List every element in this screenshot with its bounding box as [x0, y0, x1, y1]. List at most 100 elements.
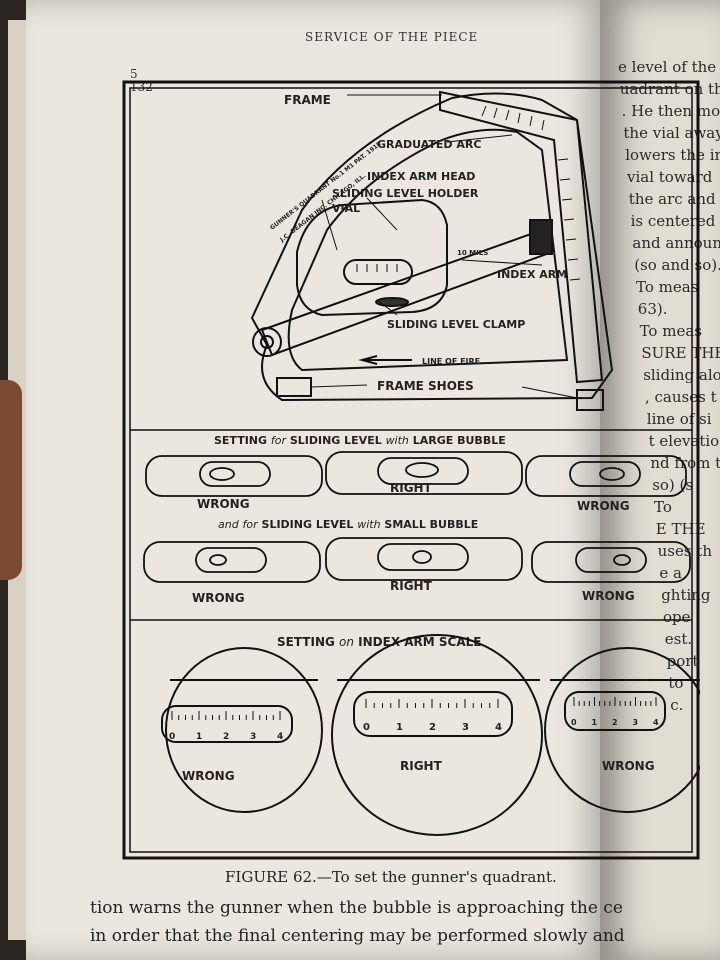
facing-page-line: 63).	[637, 300, 668, 318]
label-index-arm: INDEX ARM	[497, 268, 567, 281]
facing-page-line: line of si	[646, 410, 712, 428]
large-bubble-left	[209, 467, 235, 481]
facing-page-line: port	[666, 652, 699, 670]
sliding-level-clamp-knob	[375, 297, 409, 307]
large-vial-left	[145, 455, 323, 497]
facing-page-line: sliding along	[643, 366, 720, 384]
facing-page-line: est.	[664, 630, 693, 648]
figure-caption: FIGURE 62.—To set the gunner's quadrant.	[225, 868, 557, 886]
frame-shoe-left	[276, 377, 312, 397]
small-heading-w3: SLIDING LEVEL	[262, 518, 354, 531]
pivot	[252, 327, 282, 357]
scale-number: 1	[196, 732, 202, 742]
scale-number: 0	[169, 732, 175, 742]
scale-circle-right	[544, 647, 700, 813]
label-line-of-fire: LINE OF FIRE	[422, 357, 480, 366]
large-vial-right-window	[569, 461, 641, 487]
large-bubble-right	[599, 467, 625, 481]
large-center-verdict: RIGHT	[390, 481, 433, 495]
scale-window-left	[161, 705, 293, 743]
label-frame-shoes: FRAME SHOES	[377, 379, 474, 393]
facing-page-line: SURE THE	[641, 344, 720, 362]
small-bubble-center	[412, 550, 432, 564]
scale-number: 4	[277, 732, 283, 742]
scale-heading-w1: SETTING	[277, 635, 335, 649]
small-heading-w1: and	[218, 518, 240, 531]
facing-page-line: is centered	[630, 212, 716, 230]
large-heading-w2: for	[271, 434, 288, 447]
large-bubble-vials	[145, 451, 687, 497]
small-vial-center-window	[377, 543, 469, 571]
small-heading-w4: with	[357, 518, 380, 531]
quadrant-drawing	[250, 90, 614, 411]
scale-circle-left	[165, 647, 323, 813]
leader-lines	[310, 94, 578, 399]
facing-page-line: to	[668, 674, 684, 692]
large-heading-w3: SLIDING LEVEL	[290, 434, 382, 447]
large-heading-w1: SETTING	[214, 434, 267, 447]
facing-page-line: nd from t	[650, 454, 720, 472]
page-section: 5	[130, 67, 138, 81]
label-frame: FRAME	[284, 93, 331, 107]
label-vial: VIAL	[332, 202, 360, 215]
small-center-verdict: RIGHT	[390, 579, 433, 593]
pivot-center	[260, 335, 274, 349]
facing-page-line: To	[654, 498, 672, 516]
scale-right-verdict: WRONG	[602, 759, 655, 773]
facing-page-line: e a	[659, 564, 682, 582]
vial-ticks	[356, 264, 398, 272]
thumb	[0, 380, 22, 580]
small-bubble-vials	[143, 537, 691, 583]
label-graduated-arc: GRADUATED ARC	[377, 138, 481, 151]
large-vial-left-window	[199, 461, 271, 487]
facing-page: e level of the inuadrant on the le. He t…	[600, 0, 720, 960]
small-left-verdict: WRONG	[192, 591, 245, 605]
vial	[343, 259, 413, 285]
facing-page-line: the vial away	[623, 124, 720, 142]
scale-left-verdict: WRONG	[182, 769, 235, 783]
sliding-level-holder	[296, 198, 448, 317]
facing-page-line: To meas	[639, 322, 702, 340]
small-vial-right-window	[575, 547, 647, 573]
large-vial-right	[525, 455, 687, 497]
label-mils: 10 MILS	[457, 249, 488, 257]
scale-number: 3	[633, 718, 639, 727]
quadrant-frame	[250, 92, 614, 402]
body-text-line-2: in order that the final centering may be…	[90, 926, 625, 946]
small-vial-left	[143, 541, 321, 583]
small-vial-center	[325, 537, 523, 581]
facing-page-line: . He then moves	[621, 102, 720, 120]
figure-inner-border	[129, 87, 693, 853]
facing-page-line: vial toward	[627, 168, 713, 186]
scale-number: 1	[592, 718, 598, 727]
small-vial-left-window	[195, 547, 267, 573]
small-heading-w2: for	[243, 518, 260, 531]
figure-62: FRAME GRADUATED ARC INDEX ARM HEAD SLIDI…	[122, 80, 700, 860]
small-bubble-heading: and for SLIDING LEVEL with SMALL BUBBLE	[218, 518, 478, 531]
scale-number: 4	[653, 718, 659, 727]
scale-window-center	[353, 691, 513, 737]
page-number: 5 132	[130, 68, 153, 94]
large-bubble-heading: SETTING for SLIDING LEVEL with LARGE BUB…	[214, 434, 506, 447]
page-number-value: 132	[130, 80, 153, 94]
label-index-arm-head: INDEX ARM HEAD	[367, 170, 475, 183]
large-vial-center-window	[377, 457, 469, 485]
large-heading-w5: LARGE BUBBLE	[413, 434, 506, 447]
scale-number: 1	[396, 722, 403, 733]
facing-page-line: e level of the in	[618, 58, 720, 76]
arc-graduations	[481, 105, 581, 281]
figure-outer-border	[122, 80, 700, 860]
scale-number: 4	[495, 722, 502, 733]
scale-number: 0	[571, 718, 577, 727]
index-scale-heading: SETTING on INDEX ARM SCALE	[277, 635, 482, 649]
facing-page-line: To meas	[636, 278, 699, 296]
label-sliding-level-holder: SLIDING LEVEL HOLDER	[332, 187, 479, 200]
small-bubble-left	[209, 554, 227, 566]
label-sliding-level-clamp: SLIDING LEVEL CLAMP	[387, 318, 525, 331]
scale-number: 3	[462, 722, 469, 733]
graduated-arc	[439, 90, 604, 384]
index-scale-circles	[161, 634, 700, 836]
large-right-verdict: WRONG	[577, 499, 630, 513]
facing-page-line: E THE	[655, 520, 706, 538]
facing-page-line: lowers the in	[625, 146, 720, 164]
